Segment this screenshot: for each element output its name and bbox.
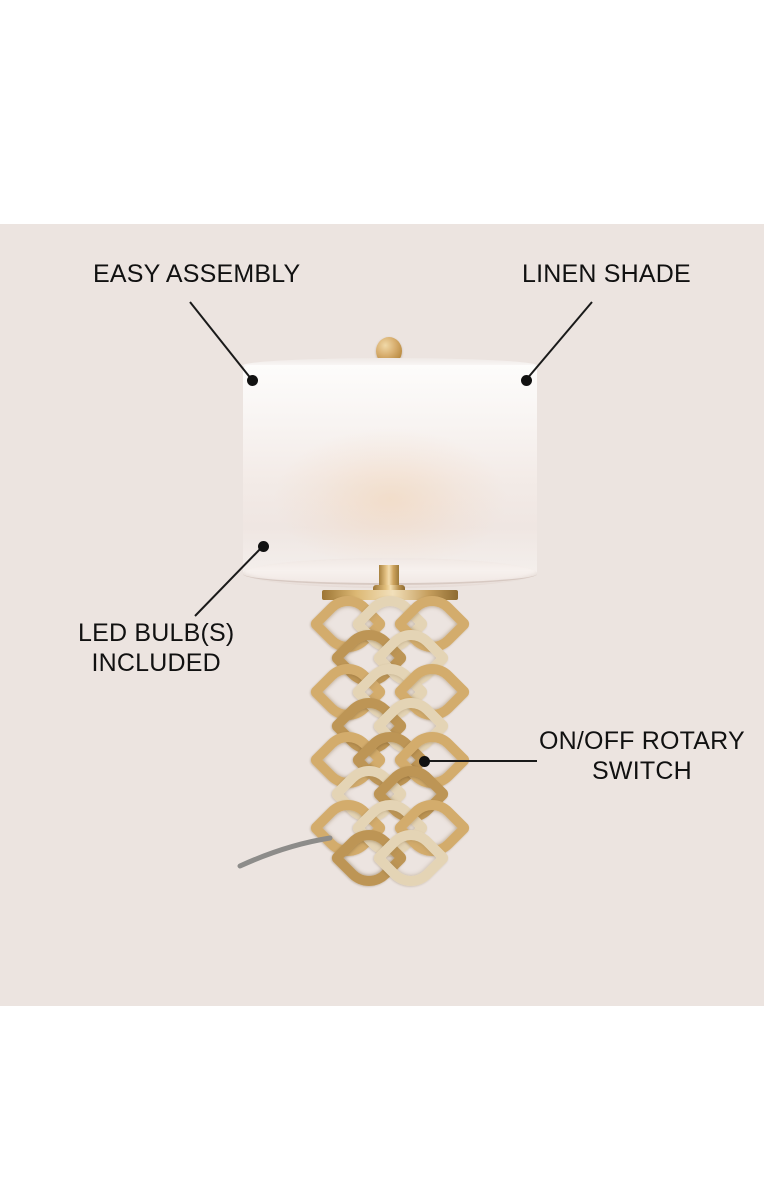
callout-dot-led-bulbs: [258, 541, 269, 552]
gold-neck-collar: [373, 585, 405, 594]
callout-dot-linen-shade: [521, 375, 532, 386]
callout-label-easy-assembly: EASY ASSEMBLY: [93, 260, 301, 288]
shade-inner-glow: [243, 400, 537, 565]
callout-label-linen-shade: LINEN SHADE: [522, 260, 691, 288]
gold-lamp-neck: [379, 565, 399, 591]
callout-label-rotary-switch: ON/OFF ROTARY SWITCH: [539, 727, 745, 785]
linen-drum-shade: [243, 365, 537, 573]
callout-dot-rotary-switch: [419, 756, 430, 767]
callout-label-led-bulbs: LED BULB(S) INCLUDED: [78, 619, 235, 677]
callout-dot-easy-assembly: [247, 375, 258, 386]
base-top-cap: [322, 590, 458, 600]
